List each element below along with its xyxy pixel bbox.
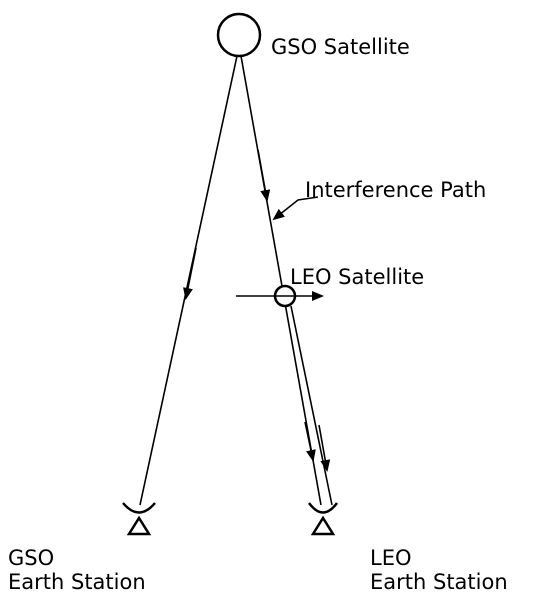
leo-earth-station-label: LEO Earth Station — [370, 546, 508, 594]
leo-earth-station-label-line1: LEO — [370, 546, 412, 570]
gso-earth-station-label-line2: Earth Station — [8, 570, 146, 594]
gso-satellite-label: GSO Satellite — [271, 35, 410, 59]
gso-earth-station-label-line1: GSO — [8, 546, 55, 570]
leo-downlink-arrow-2 — [318, 424, 331, 472]
leo-downlink-arrow-1 — [304, 421, 316, 462]
gso-downlink-path — [139, 55, 238, 506]
gso-earth-station-label: GSO Earth Station — [8, 546, 146, 594]
leo-downlink-path — [290, 305, 333, 506]
leo-earth-station-label-line2: Earth Station — [370, 570, 508, 594]
gso-satellite-icon — [216, 12, 262, 58]
interference-path-leader — [272, 196, 319, 221]
interference-path-arrow — [257, 149, 271, 202]
gso-downlink-arrow — [183, 247, 197, 300]
leo-earth-station-antenna-icon — [307, 502, 339, 536]
leo-satellite-label: LEO Satellite — [290, 265, 425, 289]
interference-path-label: Interference Path — [305, 178, 487, 202]
gso-earth-station-antenna-icon — [122, 502, 156, 536]
interference-path-line — [240, 55, 322, 506]
